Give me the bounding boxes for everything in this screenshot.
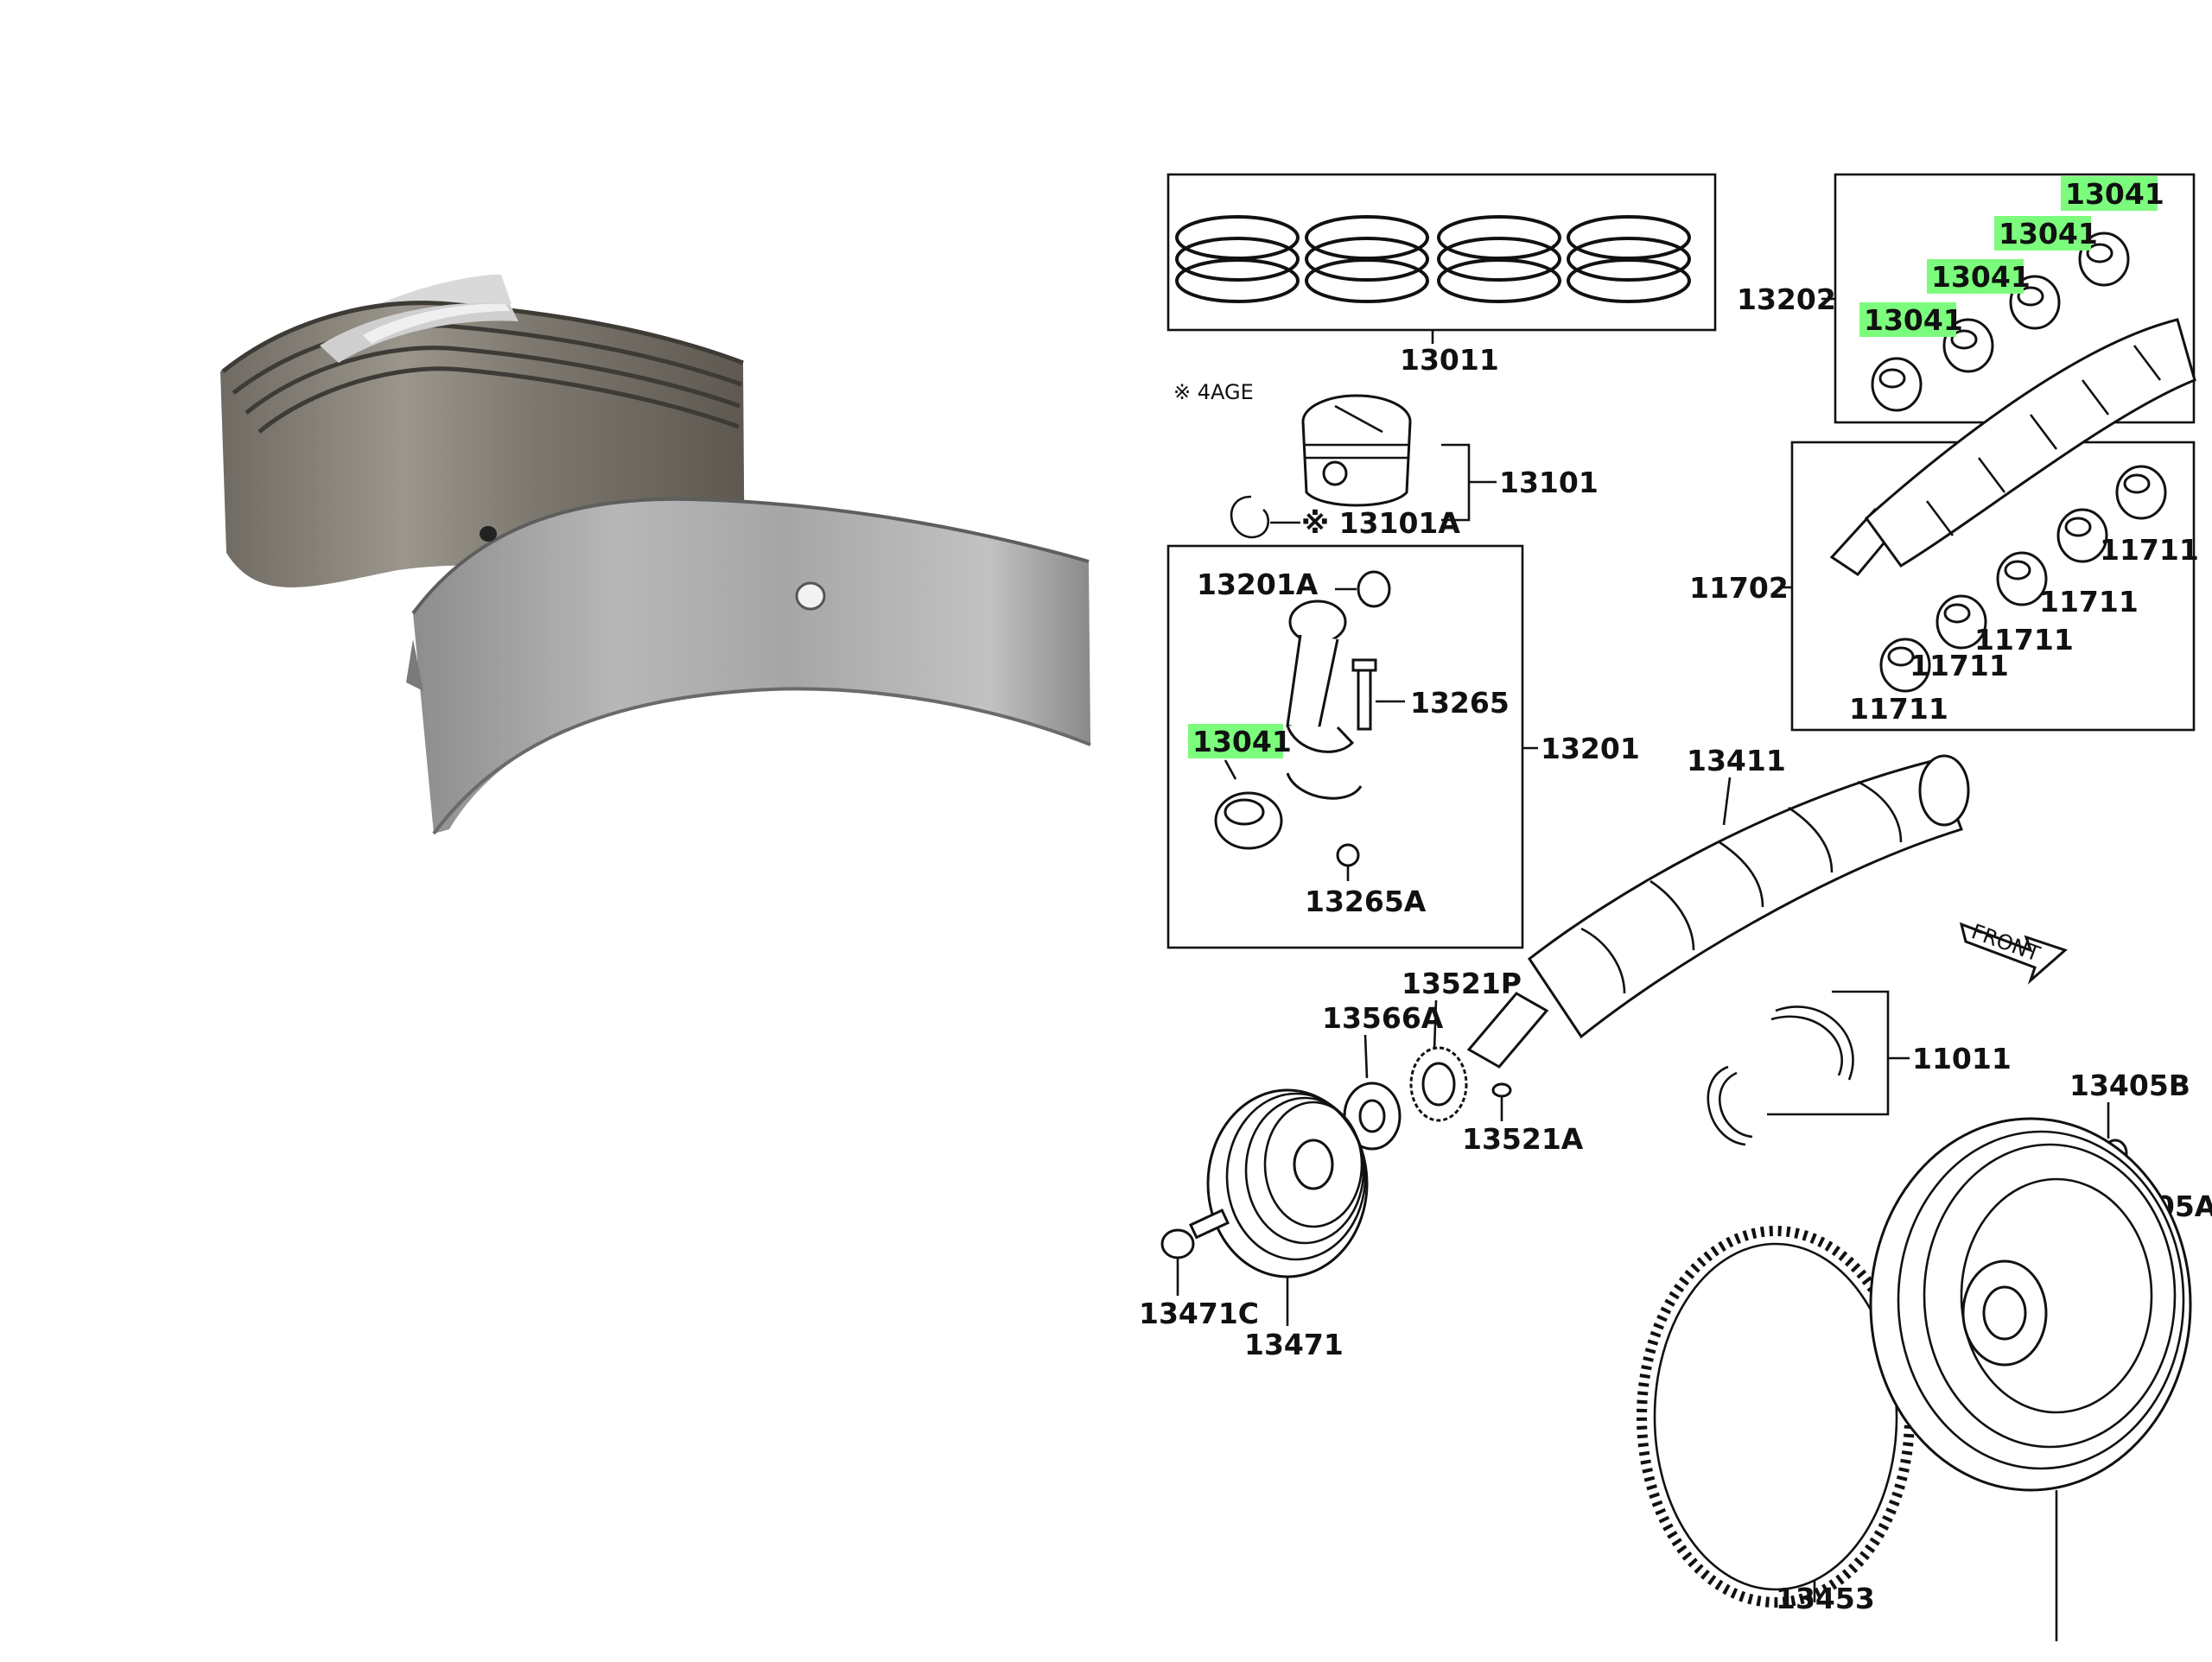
label-13101A: ※ 13101A <box>1301 506 1460 540</box>
label-13041-rod: 13041 <box>1192 725 1292 758</box>
label-11011: 11011 <box>1912 1042 2012 1075</box>
label-13041-a: 13041 <box>1864 303 1963 337</box>
label-11702: 11702 <box>1689 571 1789 605</box>
label-13471: 13471 <box>1244 1328 1344 1361</box>
label-11711-b: 11711 <box>1910 649 2009 682</box>
label-11711-d: 11711 <box>2039 585 2139 618</box>
thrust-washer-icon <box>1707 1005 1854 1146</box>
pulley-bolt-icon <box>1160 1208 1230 1259</box>
connecting-rod-box <box>1166 544 1524 949</box>
label-13041-b: 13041 <box>1931 260 2031 294</box>
timing-gear-icon <box>1409 1046 1468 1122</box>
label-13405B: 13405B <box>2069 1069 2190 1102</box>
label-13011: 13011 <box>1400 343 1499 377</box>
label-11711-c: 11711 <box>1974 623 2074 657</box>
main-bearing-icon <box>1879 465 2167 693</box>
bushing-icon <box>1357 570 1391 608</box>
label-13101: 13101 <box>1499 466 1599 499</box>
crank-pulley-icon <box>1206 1088 1369 1278</box>
label-13411: 13411 <box>1687 744 1786 777</box>
note-4age: ※ 4AGE <box>1173 380 1254 404</box>
label-13471C: 13471C <box>1139 1297 1259 1330</box>
label-13265A: 13265A <box>1305 885 1427 918</box>
label-11711-a: 11711 <box>1849 692 1948 726</box>
spacer-icon <box>1343 1082 1402 1151</box>
crank-bearing-icon <box>1871 232 2130 412</box>
oil-hole-icon <box>795 581 826 611</box>
connecting-rod-icon <box>1286 599 1363 800</box>
label-13521A: 13521A <box>1462 1122 1584 1156</box>
piston-rings-box <box>1166 173 1717 332</box>
bearing-shells-photo <box>220 274 1091 835</box>
crankshaft-small-icon <box>1829 318 2196 576</box>
piston-rings-icon <box>1175 215 1691 303</box>
front-arrow-icon <box>1959 922 2068 985</box>
front-label: FRONT <box>1968 919 2044 966</box>
parts-diagram: 13011 ※ 4AGE 13101 ※ 13101A 13201A <box>1139 173 2212 1641</box>
highlight-13041 <box>1188 724 1283 758</box>
oil-hole-icon <box>480 526 497 542</box>
ring-gear-icon <box>1637 1226 1915 1608</box>
snap-ring-icon <box>1230 495 1270 539</box>
crankshaft-icon <box>1466 754 1970 1069</box>
piston-icon <box>1301 394 1412 507</box>
rod-bolt-icon <box>1351 658 1377 731</box>
label-11711-e: 11711 <box>2100 533 2199 567</box>
label-13453: 13453 <box>1776 1582 1875 1615</box>
flywheel-icon <box>1869 1117 2192 1492</box>
label-13521P: 13521P <box>1402 967 1522 1000</box>
rod-bearing-icon <box>1214 791 1283 850</box>
key-icon <box>1491 1082 1512 1098</box>
label-13202: 13202 <box>1737 282 1836 316</box>
label-13201: 13201 <box>1541 732 1640 765</box>
label-13041-c: 13041 <box>1999 217 2098 251</box>
label-13265: 13265 <box>1410 686 1510 720</box>
nut-icon <box>1336 843 1360 867</box>
label-13566A: 13566A <box>1322 1001 1444 1035</box>
label-13201A: 13201A <box>1197 568 1319 601</box>
label-13041-d: 13041 <box>2065 177 2164 211</box>
